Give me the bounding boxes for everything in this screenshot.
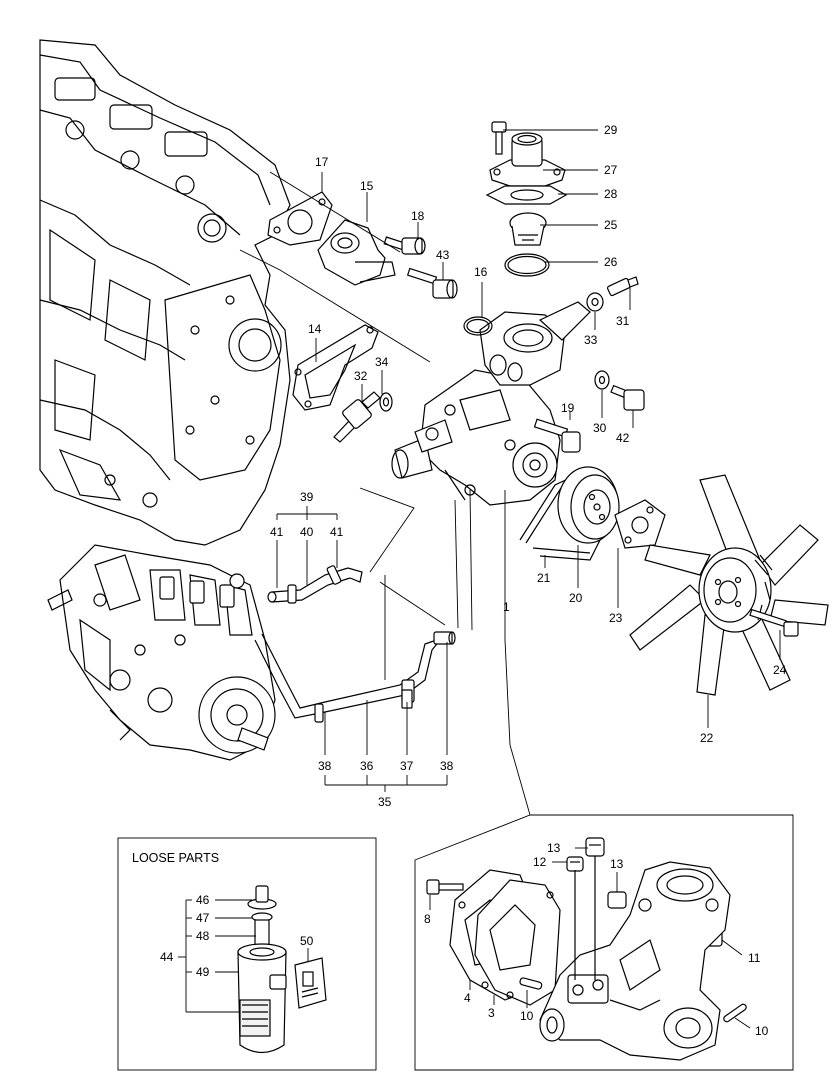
bolt-43 [406,267,458,299]
callout-26: 26 [604,255,618,269]
callout-39: 39 [300,490,314,504]
engine-block [39,39,291,546]
callout-30: 30 [593,421,607,435]
callout-32: 32 [354,369,368,383]
callout-34: 34 [375,355,389,369]
pump-housing-detail [539,856,731,1061]
callout-13a: 13 [547,841,561,855]
detail-inset [414,490,794,1071]
callout-38b: 38 [440,759,454,773]
outlet-housing-15 [317,219,396,286]
callout-29: 29 [604,123,618,137]
sensor-31 [606,276,639,297]
plug-13-top [585,837,605,857]
pulley-20 [557,466,620,544]
callout-49: 49 [196,965,210,979]
temperature-sensor-32 [333,391,381,443]
callout-41a: 41 [270,525,284,539]
plug-12 [566,856,584,872]
callout-43: 43 [436,248,450,262]
injection-pump [47,544,276,761]
callout-47: 47 [196,911,210,925]
callout-24: 24 [773,663,787,677]
callout-14: 14 [308,322,322,336]
bolt-42 [610,384,645,411]
pin-10b [723,1003,747,1023]
callout-10b: 10 [755,1024,769,1038]
callout-16: 16 [474,265,488,279]
pin-10a [519,977,543,990]
callout-33: 33 [584,333,598,347]
callout-42: 42 [616,431,630,445]
gasket-28 [485,185,568,205]
callout-41b: 41 [330,525,344,539]
callout-15: 15 [360,179,374,193]
callout-13b: 13 [610,857,624,871]
plug-13-side [607,891,627,909]
callout-40: 40 [300,525,314,539]
washer-30 [594,370,610,390]
loose-parts-box: LOOSE PARTS [117,837,377,1071]
spacer-23 [614,499,666,549]
thermostat-cover-27 [489,132,566,187]
water-pump-body [391,301,591,506]
washer-33 [586,292,604,312]
label-sheet-50 [294,957,327,1009]
callout-28: 28 [604,187,618,201]
o-ring-26 [504,253,550,277]
callout-10a: 10 [520,1009,534,1023]
callout-21: 21 [537,571,551,585]
callout-20: 20 [569,591,583,605]
callout-23: 23 [609,611,623,625]
callout-1: 1 [503,600,510,614]
callout-50: 50 [300,934,314,948]
water-pump-gasket-14 [292,324,379,411]
callout-22: 22 [700,731,714,745]
oil-filter-assembly [237,885,287,1054]
bolt-29 [491,121,507,155]
loose-parts-title: LOOSE PARTS [132,851,219,865]
callout-38a: 38 [318,759,332,773]
callout-17: 17 [315,155,329,169]
callout-8: 8 [424,912,431,926]
bolt-8 [426,879,464,895]
hose-assembly-39 [267,565,363,604]
cooling-fan-22 [629,474,829,696]
o-ring-16 [463,316,493,336]
part-number-labels: 29 27 28 25 26 31 33 30 42 19 21 20 23 2… [160,123,787,1038]
callout-3: 3 [488,1006,495,1020]
callout-48: 48 [196,929,210,943]
callout-37: 37 [400,759,414,773]
callout-35: 35 [378,795,392,809]
bolt-24 [749,608,799,637]
callout-31: 31 [616,314,630,328]
bolt-19 [533,418,581,453]
callout-25: 25 [604,218,618,232]
bolt-18 [383,236,426,255]
callout-36: 36 [360,759,374,773]
callout-4: 4 [464,991,471,1005]
washer-34 [379,392,393,412]
leader-lines [178,129,781,1029]
callout-18: 18 [411,209,425,223]
hose-assembly-35 [254,631,456,723]
callout-46: 46 [196,893,210,907]
callout-44: 44 [160,950,174,964]
callout-12: 12 [533,855,547,869]
callout-19: 19 [561,401,575,415]
callout-11: 11 [748,951,761,965]
thermostat-25 [509,212,547,246]
callout-27: 27 [604,163,618,177]
